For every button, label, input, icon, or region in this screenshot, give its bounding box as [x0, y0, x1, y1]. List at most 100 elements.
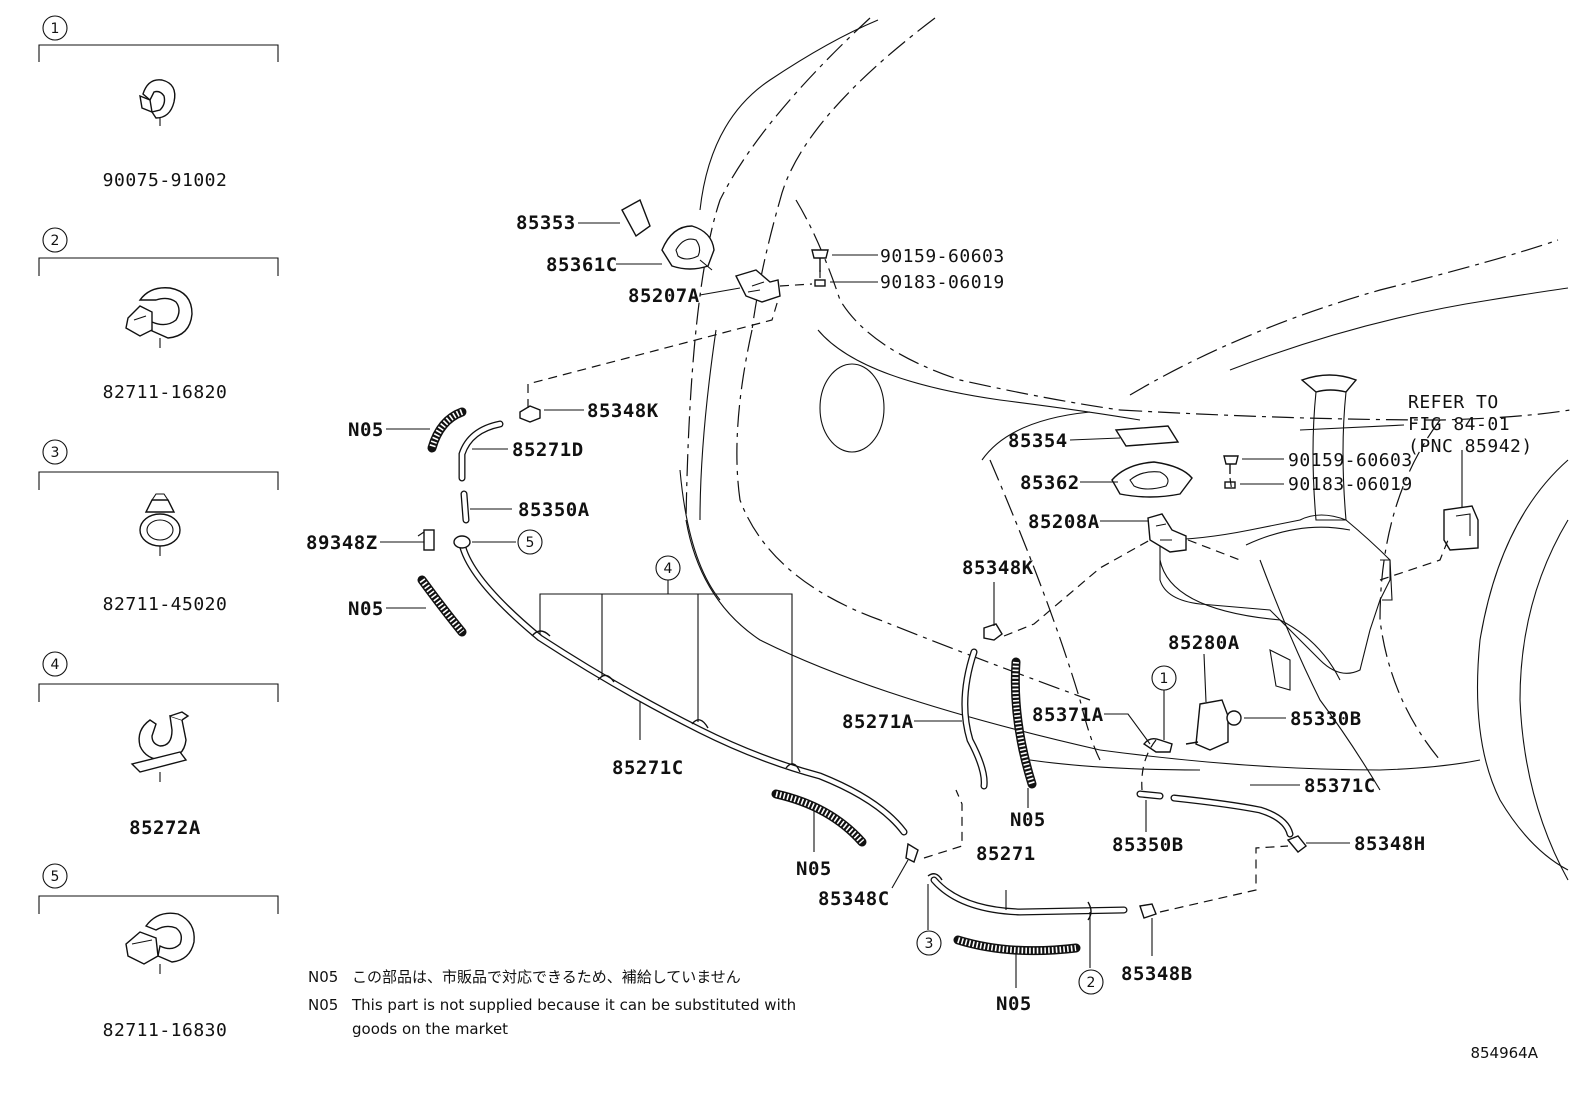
callout-2-text: 2	[1087, 975, 1096, 991]
panel-item-5-part-no: 82711-16830	[103, 1020, 228, 1041]
hose-85271D	[458, 420, 504, 482]
label-85354: 85354	[1008, 430, 1068, 452]
part-85348B-drawing	[1139, 903, 1157, 919]
clip-82711-16830-drawing	[125, 912, 195, 974]
part-labels: 85353 85361C 85207A 90159-60603 90183-06…	[306, 212, 1533, 1015]
label-85271C: 85271C	[612, 757, 684, 779]
label-n05-d: N05	[996, 993, 1032, 1015]
ribbed-hose-n05-e	[1010, 657, 1037, 789]
panel-item-5: 5 82711-16830	[38, 863, 279, 1041]
callout-5-text: 5	[526, 535, 535, 551]
callout-1: 1	[1151, 665, 1177, 691]
figure-id: 854964A	[1470, 1044, 1538, 1062]
label-85348B: 85348B	[1121, 963, 1193, 985]
dashed-connectors	[527, 270, 1449, 913]
label-pnc-85942: (PNC 85942)	[1408, 436, 1533, 457]
part-85348C-drawing	[905, 842, 919, 863]
part-90183a-drawing	[814, 279, 826, 287]
note-3-text: goods on the market	[352, 1020, 508, 1038]
part-85330B-drawing	[1226, 710, 1242, 726]
part-85348K-b-drawing	[983, 623, 1003, 641]
callout-5: 5	[517, 529, 543, 555]
label-85361C: 85361C	[546, 254, 618, 276]
ribbed-hose-n05-c	[771, 789, 867, 847]
label-85350A: 85350A	[518, 499, 590, 521]
hose-85350A	[460, 490, 470, 524]
note-1-text: この部品は、市販品で対応できるため、補給していません	[352, 968, 741, 986]
note-1-code: N05	[308, 968, 338, 986]
hose-85271	[927, 873, 1128, 921]
part-85361C-drawing	[661, 225, 715, 271]
panel-item-4-part-no: 85272A	[129, 817, 201, 839]
note-2-text: This part is not supplied because it can…	[351, 996, 796, 1014]
clip-82711-16820-drawing	[125, 287, 193, 348]
part-85348K-a-drawing	[519, 405, 541, 423]
label-89348Z: 89348Z	[306, 532, 378, 554]
part-90183b-drawing	[1224, 481, 1236, 489]
label-n05-c: N05	[796, 858, 832, 880]
part-90159b-drawing	[1223, 455, 1239, 474]
label-n05-a: N05	[348, 419, 384, 441]
label-85371A: 85371A	[1032, 704, 1104, 726]
label-90183-06019-b: 90183-06019	[1288, 474, 1413, 495]
label-85348K-a: 85348K	[587, 400, 659, 422]
label-85207A: 85207A	[628, 285, 700, 307]
label-refer-to: REFER TO	[1408, 392, 1499, 413]
panel-item-5-index: 5	[51, 869, 60, 885]
callout-2: 2	[1078, 969, 1104, 995]
callout-1-text: 1	[1160, 671, 1169, 687]
label-n05-b: N05	[348, 598, 384, 620]
callout-4: 4	[655, 555, 681, 581]
label-85271D: 85271D	[512, 439, 584, 461]
label-90159-60603-a: 90159-60603	[880, 246, 1005, 267]
hose-85271A	[961, 648, 988, 790]
part-85348H-drawing	[1286, 835, 1307, 853]
panel-item-2-index: 2	[51, 233, 60, 249]
panel-item-4-index: 4	[51, 657, 60, 673]
clamp-85272A-drawing	[130, 711, 190, 782]
label-85208A: 85208A	[1028, 511, 1100, 533]
label-85348C: 85348C	[818, 888, 890, 910]
panel-item-3-index: 3	[51, 445, 60, 461]
part-85280A-drawing	[1185, 699, 1229, 751]
label-85271: 85271	[976, 843, 1036, 865]
hose-85271C	[453, 535, 908, 836]
callout-3-text: 3	[925, 936, 934, 952]
washer-tank	[1159, 374, 1393, 691]
panel-item-2: 2 82711-16820	[38, 227, 279, 403]
clip-82711-45020-drawing	[139, 493, 181, 556]
panel-item-1: 1 90075-91002	[38, 15, 279, 191]
label-85330B: 85330B	[1290, 708, 1362, 730]
label-85348H: 85348H	[1354, 833, 1426, 855]
panel-item-1-part-no: 90075-91002	[103, 170, 228, 191]
panel-item-3: 3 82711-45020	[38, 439, 279, 615]
label-85371C: 85371C	[1304, 775, 1376, 797]
note-2-code: N05	[308, 996, 338, 1014]
part-85207A-drawing	[735, 269, 781, 303]
part-90159a-drawing	[811, 249, 829, 272]
part-85353-drawing	[621, 198, 651, 238]
hose-85350B	[1136, 790, 1164, 800]
callout-3: 3	[916, 930, 942, 956]
label-fig-84-01: FIG 84-01	[1408, 414, 1510, 435]
ribbed-hose-n05-b	[417, 575, 467, 637]
clip-90075-91002-drawing	[139, 79, 176, 126]
vehicle-body-outline	[679, 17, 1571, 881]
label-85348K-b: 85348K	[962, 557, 1034, 579]
callout-4-text: 4	[664, 561, 673, 577]
part-85371A-drawing	[1142, 737, 1173, 753]
label-85280A: 85280A	[1168, 632, 1240, 654]
panel-item-1-index: 1	[51, 21, 60, 37]
panel-item-2-part-no: 82711-16820	[103, 382, 228, 403]
label-85362: 85362	[1020, 472, 1080, 494]
ribbed-hose-n05-a	[427, 407, 467, 453]
part-89348Z-drawing	[417, 529, 435, 551]
ribbed-hose-n05-d	[953, 935, 1081, 956]
hose-85371C	[1170, 794, 1294, 838]
part-fig84-01-drawing	[1443, 505, 1479, 551]
part-85362-drawing	[1111, 461, 1193, 498]
panel-item-4: 4 85272A	[38, 651, 279, 839]
notes: N05 この部品は、市販品で対応できるため、補給していません N05 This …	[308, 968, 796, 1038]
leader-lines	[380, 222, 1463, 988]
part-85208A-drawing	[1147, 513, 1187, 553]
